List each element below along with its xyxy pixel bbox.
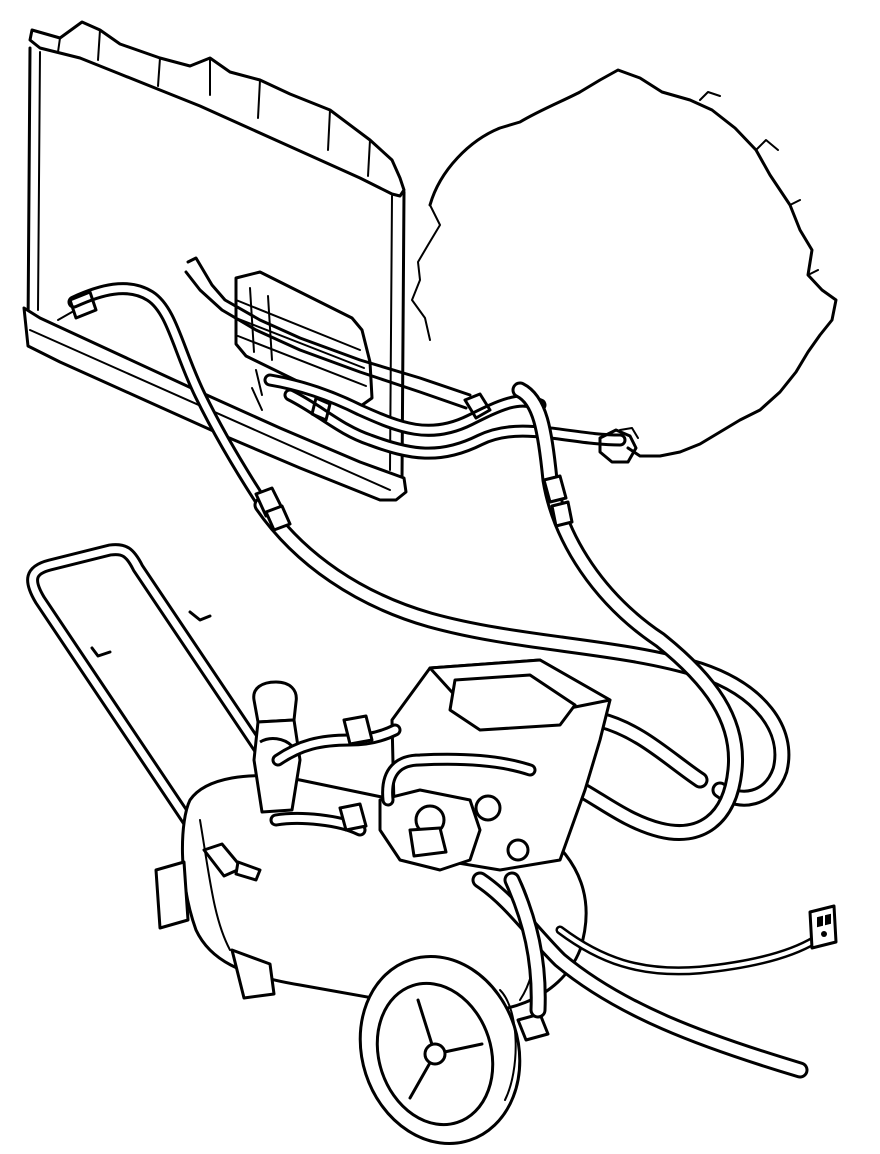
flush-hoses [253,381,791,841]
power-cord [555,925,820,976]
compressor-wheel [358,954,522,1146]
transmission [411,68,838,458]
radiator [22,20,408,502]
air-compressor [26,543,809,1079]
wall-outlet [808,904,838,950]
cooler-lines [57,256,639,522]
